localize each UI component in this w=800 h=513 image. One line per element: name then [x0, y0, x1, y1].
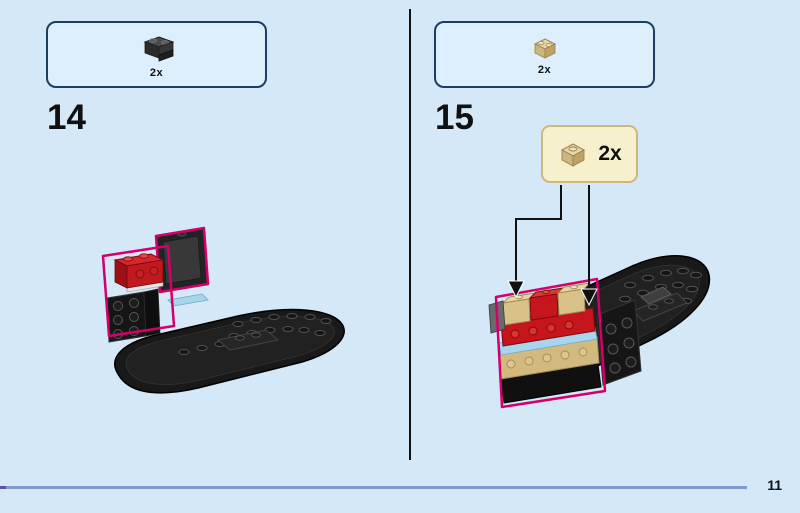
- panel-piece: [155, 227, 209, 293]
- panel-divider: [409, 9, 411, 460]
- step-14-parts-count: 2x: [149, 67, 164, 79]
- tan-brick-callout-icon: [561, 143, 586, 167]
- brick-highlight-outline: [101, 244, 176, 338]
- red-brick: [113, 253, 165, 289]
- step-15-quantity-callout: 2x: [541, 125, 638, 183]
- tan-brick-piece-icon: [533, 38, 556, 59]
- stack-highlight-outline: [494, 277, 607, 409]
- side-stud-bricks: [596, 299, 642, 386]
- dark-gray-bracket-piece-icon: [143, 36, 174, 62]
- rear-deck-block: [632, 292, 688, 322]
- center-console-block: [216, 329, 280, 351]
- side-stud-bricks: [106, 288, 161, 343]
- placement-arrows: [507, 185, 598, 307]
- step-15-parts-box: 2x: [434, 21, 655, 88]
- arrow-down-icon: [507, 280, 525, 299]
- footer-progress-line: [0, 486, 747, 489]
- front-brick-stack: [488, 282, 602, 404]
- light-blue-tile: [167, 293, 209, 307]
- step-14-parts-box: 2x: [46, 21, 267, 88]
- arrow-down-icon: [580, 288, 598, 307]
- gray-bracket-piece: [640, 286, 672, 305]
- step-15-number: 15: [435, 98, 474, 137]
- step-15-illustration: [488, 185, 711, 409]
- step-14-number: 14: [47, 98, 86, 137]
- callout-count: 2x: [598, 142, 622, 165]
- tan-layer-studs: [506, 347, 588, 369]
- step-14-illustration: [101, 226, 345, 394]
- red-layer-studs: [510, 320, 574, 339]
- red-brick-middle: [528, 287, 565, 321]
- new-tan-brick-right: [556, 282, 592, 316]
- page-number: 11: [767, 477, 782, 493]
- step-15-parts-count: 2x: [537, 64, 552, 76]
